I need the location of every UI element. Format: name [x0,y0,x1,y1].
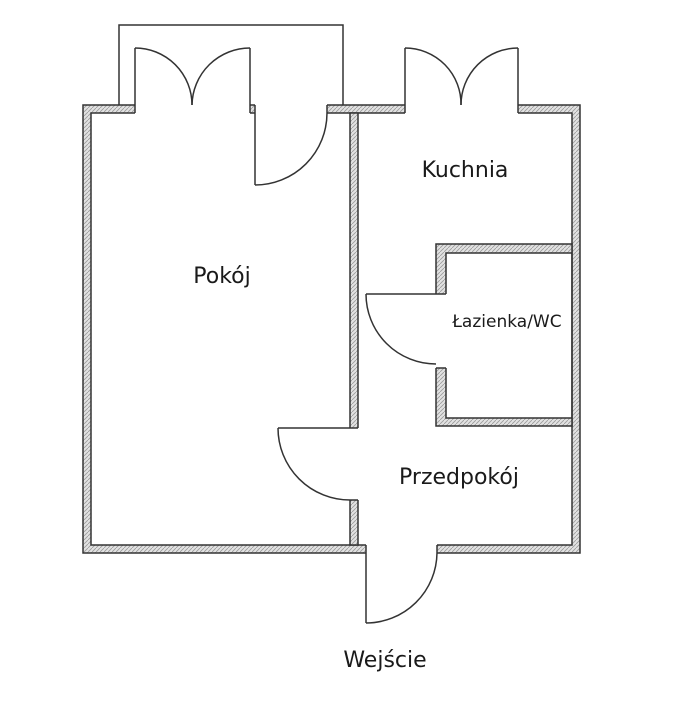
doors [134,47,519,624]
balcony-door-pokoj [134,47,251,106]
partition-wall-vertical [349,112,359,546]
bathroom-wall [435,243,573,427]
balcony-frame [118,24,344,105]
room-label-lazienka: Łazienka/WC [451,312,561,332]
balcony-door-kuchnia [404,47,519,106]
door-pokoj-hall [277,427,351,501]
entrance-label: Wejście [343,648,426,673]
opening-edges [134,105,519,553]
door-pokoj-upper [254,112,328,186]
wall-openings [135,104,518,554]
room-label-pokoj: Pokój [193,264,250,289]
room-label-kuchnia: Kuchnia [422,158,509,183]
room-label-przedpokoj: Przedpokój [399,465,519,490]
door-bathroom [365,293,437,365]
door-entrance [365,552,438,624]
